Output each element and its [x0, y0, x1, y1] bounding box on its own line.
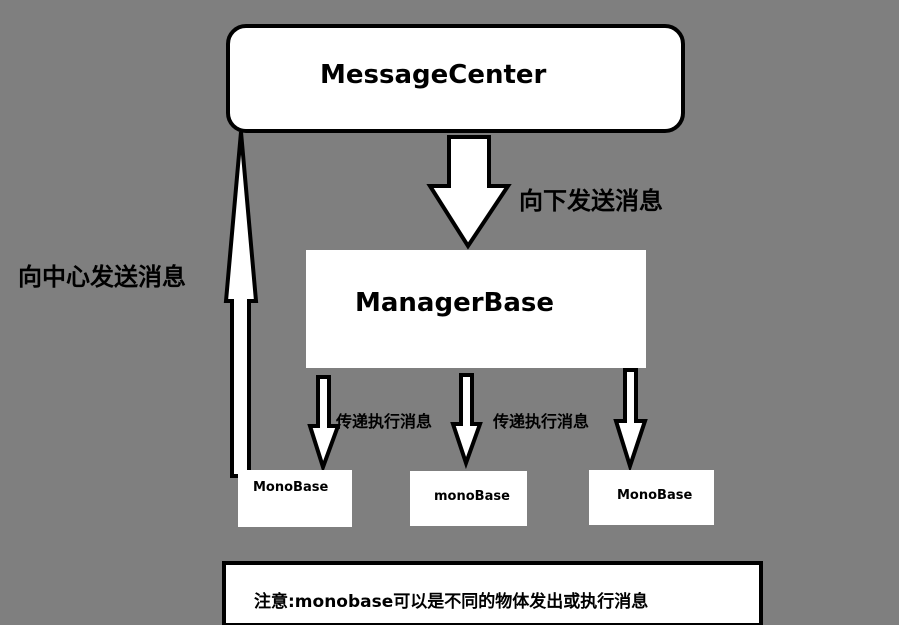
arrow-up-label: 向中心发送消息 [18, 263, 186, 291]
pass-label-2: 传递执行消息 [493, 412, 590, 431]
mono-box-3 [589, 470, 714, 525]
arrow-up-to-center [223, 131, 259, 478]
arrow-down-to-manager [426, 135, 512, 250]
message-center-label: MessageCenter [320, 60, 547, 90]
arrow-down-mono-3 [613, 368, 648, 473]
mono-box-2 [410, 471, 527, 526]
arrow-down-mono-1 [307, 375, 341, 474]
note-box [222, 561, 763, 625]
mono-label-1: MonoBase [253, 480, 329, 495]
mono-label-2: monoBase [434, 489, 510, 504]
pass-label-1: 传递执行消息 [336, 412, 433, 431]
manager-base-label: ManagerBase [355, 288, 555, 318]
mono-box-1 [238, 470, 352, 527]
arrow-down-label: 向下发送消息 [519, 187, 663, 215]
note-text: 注意:monobase可以是不同的物体发出或执行消息 [254, 592, 649, 612]
message-center-box [226, 24, 685, 133]
arrow-down-mono-2 [450, 373, 483, 470]
manager-base-box [306, 250, 646, 368]
mono-label-3: MonoBase [617, 488, 693, 503]
